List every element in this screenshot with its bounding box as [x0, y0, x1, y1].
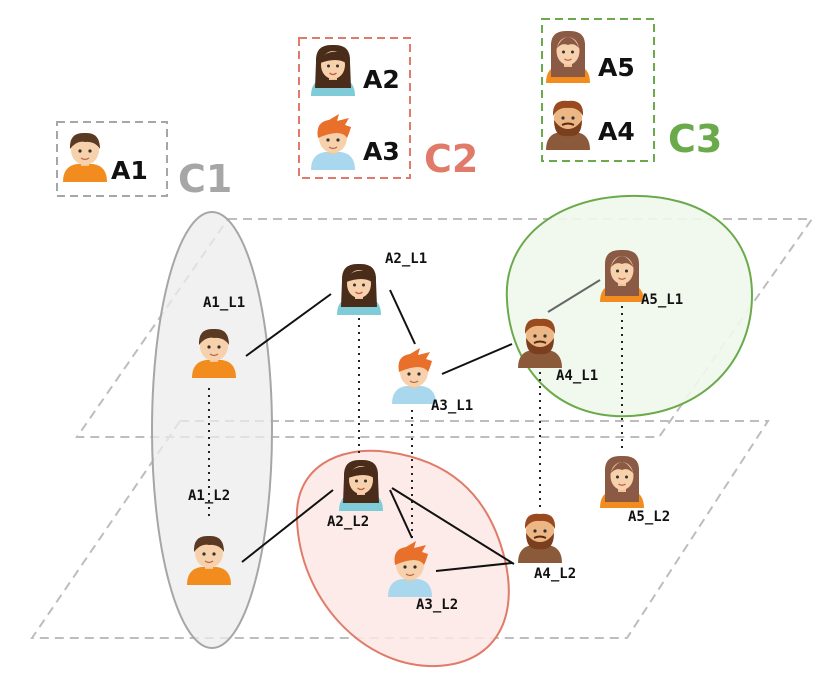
node-label-a5-l1: A5_L1 [641, 292, 683, 308]
legend-c3: A5 A4 C3 [541, 18, 722, 162]
layer-plane-l1 [75, 218, 814, 438]
node-label-a5-l2: A5_L2 [628, 509, 670, 525]
node-a1-l1: A1_L1 [191, 295, 245, 379]
legend-member-a3: A3 [363, 137, 400, 166]
node-label-a2-l2: A2_L2 [327, 514, 369, 530]
cluster-label-c2: C2 [424, 137, 478, 181]
legend-member-a1: A1 [111, 156, 148, 185]
agent-a1-icon [62, 132, 108, 183]
agent-a5-l1-icon [599, 249, 645, 303]
agent-a3-icon [310, 113, 356, 171]
legend-member-a2: A2 [363, 65, 400, 94]
node-label-a1-l2: A1_L2 [188, 488, 230, 504]
edge-a1l1-a2l1 [245, 293, 332, 357]
edge-a2l2-a4l2 [391, 487, 515, 565]
node-label-a4-l1: A4_L1 [556, 368, 598, 384]
legend-member-a5: A5 [598, 53, 635, 82]
node-label-a3-l2: A3_L2 [416, 597, 458, 613]
cluster-label-c1: C1 [178, 157, 232, 201]
layer-plane-l2 [30, 420, 770, 639]
interlayer-links [208, 306, 623, 542]
node-label-a1-l1: A1_L1 [203, 295, 245, 311]
edge-a3l1-a4l1 [441, 343, 513, 375]
node-label-a2-l1: A2_L1 [385, 251, 427, 267]
legend-box-c2 [298, 37, 411, 179]
cluster-region-c1 [151, 211, 273, 649]
agent-a2-l2-icon [338, 459, 384, 512]
agent-a3-l1-icon [391, 347, 437, 405]
intralayer-edges [241, 279, 601, 572]
legend-member-a4: A4 [598, 117, 635, 146]
agent-a4-icon [545, 99, 591, 151]
node-a4-l1: A4_L1 [517, 317, 598, 384]
node-label-a3-l1: A3_L1 [431, 398, 473, 414]
edge-a1l2-a2l2 [241, 489, 334, 563]
agent-a5-icon [545, 30, 591, 84]
edge-a3l2-a4l2 [435, 562, 513, 572]
legend-c1: A1 C1 [56, 121, 232, 201]
node-a2-l2: A2_L2 [327, 459, 384, 530]
agent-a5-l2-icon [599, 455, 645, 509]
legend-c2: A2 A3 C2 [298, 37, 478, 181]
legend-box-c1 [56, 121, 168, 197]
edge-a4l1-a5l1 [547, 279, 601, 313]
edge-a2l2-a3l2 [389, 489, 413, 539]
edge-a2l1-a3l1 [389, 289, 416, 345]
node-a5-l2: A5_L2 [599, 455, 670, 525]
node-a1-l2: A1_L2 [186, 488, 232, 586]
cluster-region-c3 [505, 194, 754, 418]
agent-a4-l2-icon [517, 512, 563, 564]
cluster-label-c3: C3 [668, 117, 722, 161]
node-a4-l2: A4_L2 [517, 512, 576, 582]
agent-a2-icon [310, 44, 356, 97]
legend-box-c3 [541, 18, 655, 162]
agent-a2-l1-icon [336, 263, 382, 316]
node-a5-l1: A5_L1 [599, 249, 683, 308]
node-label-a4-l2: A4_L2 [534, 566, 576, 582]
node-a3-l1: A3_L1 [391, 347, 473, 414]
node-a3-l2: A3_L2 [387, 540, 458, 613]
node-a2-l1: A2_L1 [336, 251, 427, 316]
